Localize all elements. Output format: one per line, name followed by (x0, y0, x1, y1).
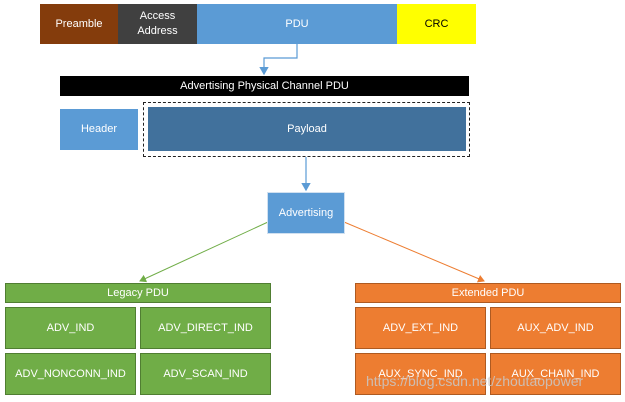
header-field: Header (60, 109, 138, 150)
extended-pdu-item: AUX_SYNC_IND (355, 353, 486, 395)
access-address-field: Access Address (118, 4, 197, 44)
extended-pdu-title: Extended PDU (355, 283, 621, 303)
extended-pdu-item: ADV_EXT_IND (355, 307, 486, 349)
extended-pdu-item: AUX_ADV_IND (490, 307, 621, 349)
payload-field: Payload (148, 107, 466, 151)
legacy-pdu-item: ADV_SCAN_IND (140, 353, 271, 395)
legacy-pdu-item: ADV_DIRECT_IND (140, 307, 271, 349)
extended-pdu-item: AUX_CHAIN_IND (490, 353, 621, 395)
advertising-physical-channel-pdu-bar: Advertising Physical Channel PDU (60, 76, 469, 96)
pdu-field: PDU (197, 4, 397, 44)
payload-dashed-outline (143, 102, 470, 157)
crc-field: CRC (397, 4, 476, 44)
advertising-to-legacy-arrow (139, 221, 269, 283)
pdu-to-apcpdu-arrow (259, 44, 298, 76)
watermark-text: https://blog.csdn.net/zhoutaopower (366, 373, 584, 389)
advertising-to-extended-arrow (343, 221, 485, 283)
legacy-pdu-item: ADV_IND (5, 307, 136, 349)
legacy-pdu-title: Legacy PDU (5, 283, 271, 303)
advertising-node: Advertising (267, 192, 345, 234)
legacy-pdu-item: ADV_NONCONN_IND (5, 353, 136, 395)
preamble-field: Preamble (40, 4, 118, 44)
